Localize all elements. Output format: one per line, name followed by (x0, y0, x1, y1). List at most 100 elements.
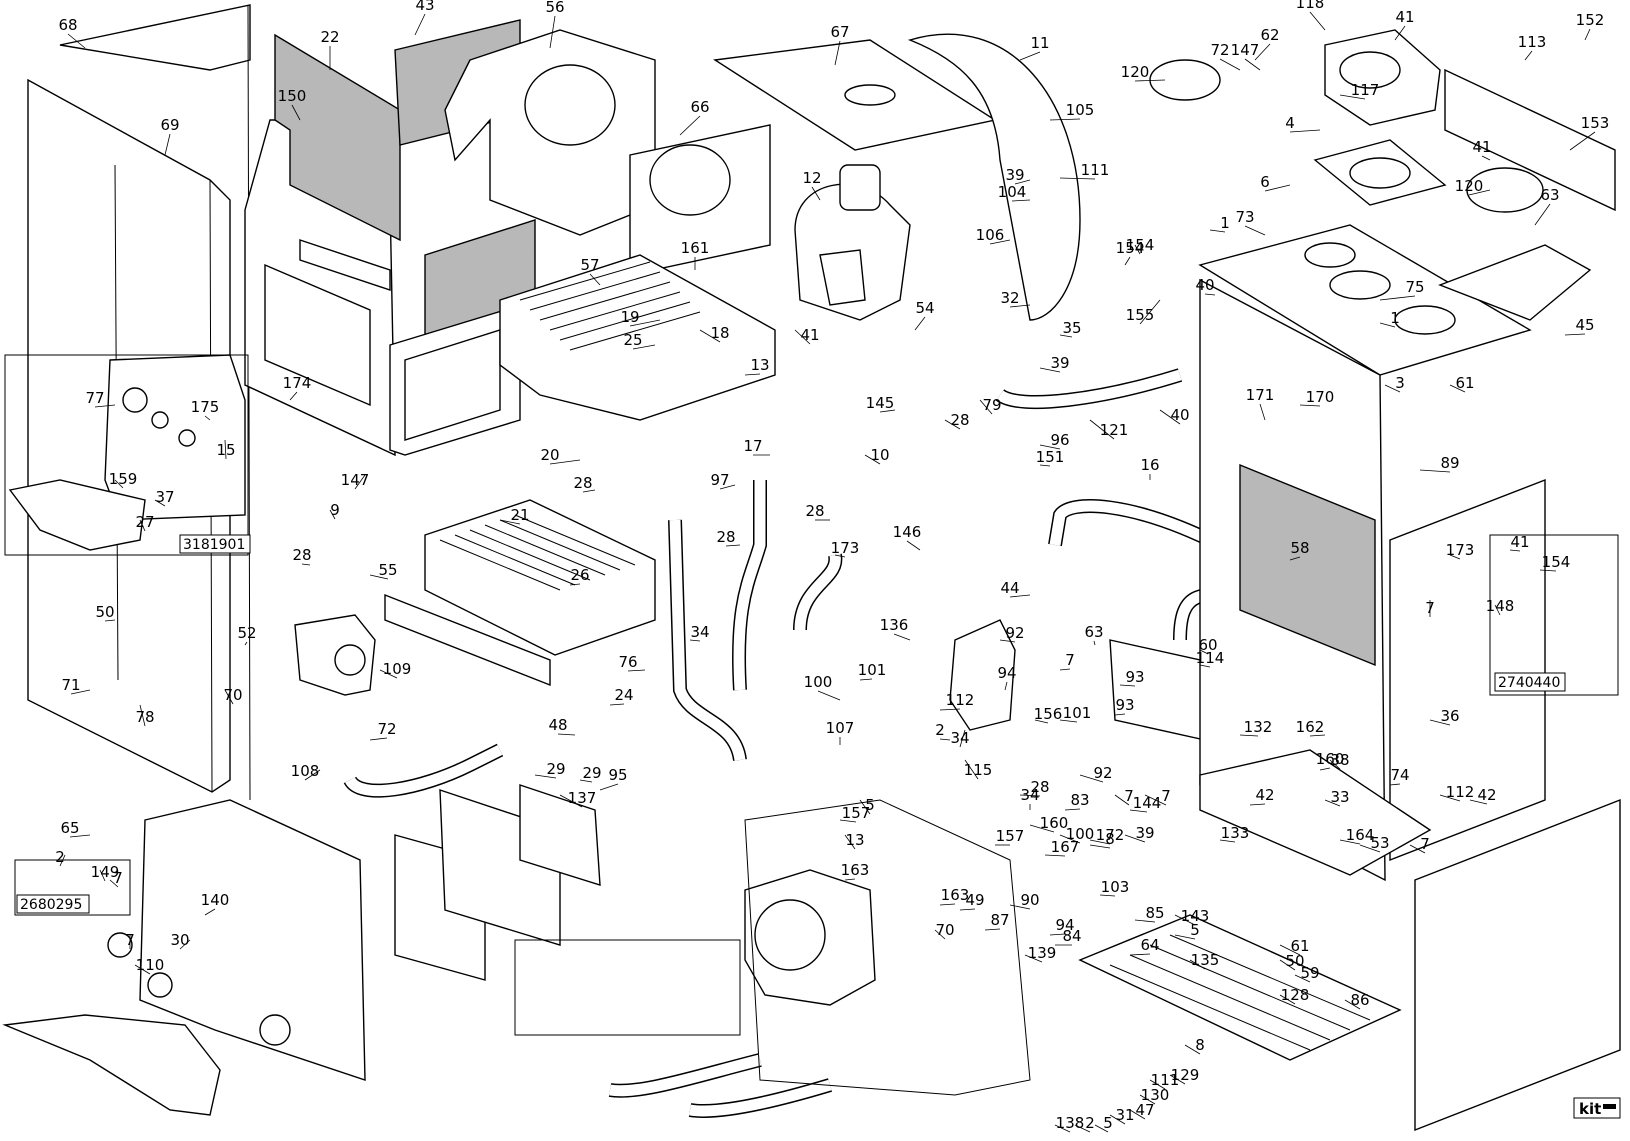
callout-label: 18 (710, 324, 729, 342)
leader-line (744, 373, 761, 376)
leader-line (1389, 783, 1401, 786)
leader-line (224, 689, 234, 705)
leader-line (1074, 1124, 1091, 1133)
leader-line (864, 454, 881, 465)
callout-label: 28 (1030, 778, 1049, 796)
leader-line (1144, 794, 1167, 806)
callout-label: 121 (1100, 421, 1129, 439)
leader-line (934, 929, 946, 940)
callout-label: 104 (998, 183, 1027, 201)
callout-label: 19 (620, 308, 639, 326)
leader-line (859, 678, 873, 681)
leader-line (354, 474, 366, 490)
leader-line (1539, 569, 1557, 572)
leader-line (879, 409, 896, 413)
callout-label: 34 (690, 623, 709, 641)
callout-label: 101 (1063, 704, 1092, 722)
leader-line (914, 316, 926, 331)
leader-line (369, 574, 389, 580)
callout-label: 20 (540, 446, 559, 464)
heat-exchanger (499, 254, 776, 421)
callout-label: 120 (1455, 177, 1484, 195)
callout-label: 7 (1161, 787, 1171, 805)
kit-ref-box-157 (16, 894, 90, 914)
leader-line (1174, 914, 1196, 926)
callout-label: 154 (1126, 236, 1155, 254)
callout-label: 138 (1056, 1114, 1085, 1132)
callout-label: 28 (950, 411, 969, 429)
leader-line (114, 479, 124, 489)
callout-label: 130 (1141, 1086, 1170, 1104)
inset-box-kit-128 (514, 939, 741, 1036)
leader-line (939, 738, 951, 741)
leader-line (834, 554, 846, 558)
leader-line (699, 329, 721, 343)
leader-line (944, 419, 961, 430)
leader-line (719, 484, 736, 490)
leader-line (534, 774, 557, 779)
leader-line (1079, 774, 1104, 783)
leader-line (989, 239, 1011, 245)
leader-line (939, 708, 961, 711)
kit-inset-control (4, 354, 249, 556)
leader-line (1359, 844, 1381, 853)
callout-label: 93 (1115, 696, 1134, 714)
callout-label: 147 (341, 471, 370, 489)
kit-badge-box (1573, 1097, 1621, 1119)
kit-inset-157 (14, 859, 131, 916)
leader-line (589, 273, 601, 286)
leader-line (1124, 256, 1131, 266)
callout-label: 69 (160, 116, 179, 134)
callout-label: 147 (1231, 41, 1260, 59)
callout-label: 66 (690, 98, 709, 116)
gas-valve-port (334, 644, 366, 676)
leader-line (1429, 719, 1451, 726)
callout-label: 100 (804, 673, 833, 691)
leader-line (1289, 556, 1301, 561)
callout-label: 163 (941, 886, 970, 904)
callout-label: 2 (1085, 1114, 1095, 1132)
callout-label: 110 (136, 956, 165, 974)
pipe-27-inner (733, 480, 766, 691)
callout-label: 41 (1472, 138, 1491, 156)
callout-label: 50 (1285, 952, 1304, 970)
leader-line (1439, 794, 1461, 802)
callout-label: 7 (1425, 599, 1435, 617)
callout-label: 7 (113, 869, 123, 887)
plate-heat-exchanger (1109, 639, 1206, 741)
callout-label: 21 (510, 506, 529, 524)
kit-ref-157: 2680295 (20, 897, 82, 913)
callout-label: 41 (1395, 8, 1414, 26)
callout-label: 71 (61, 676, 80, 694)
callout-label: 75 (1405, 278, 1424, 296)
pipe-21-inner (794, 553, 841, 631)
pcb-cover-85 (519, 784, 601, 886)
callout-label: 164 (1346, 826, 1375, 844)
leader-line (1329, 759, 1341, 770)
leader-line (67, 33, 86, 49)
fan-outlet (839, 164, 881, 211)
leader-line (154, 499, 166, 507)
callout-label: 95 (608, 766, 627, 784)
leader-line (1129, 1109, 1146, 1120)
leader-line (179, 939, 191, 950)
leader-line (689, 639, 701, 642)
callout-label: 90 (1020, 891, 1039, 909)
leader-line (893, 633, 911, 641)
leader-line (1254, 43, 1271, 61)
leader-line (549, 459, 581, 465)
leader-line (582, 489, 596, 493)
pipe-105-inner (1005, 84, 1035, 160)
callout-label: 129 (1171, 1066, 1200, 1084)
leader-line (1009, 304, 1031, 308)
leader-line (999, 639, 1016, 643)
burner-shield-60 (384, 593, 551, 687)
leader-line (1093, 640, 1096, 646)
pump-group-frame (744, 799, 1031, 1096)
flue-gasket-hole (1349, 157, 1411, 189)
top-plate-73 (1198, 224, 1532, 376)
leader-line (1184, 1044, 1201, 1055)
callout-label: 61 (1290, 937, 1309, 955)
leader-line (301, 563, 311, 566)
leader-line (1059, 668, 1071, 671)
